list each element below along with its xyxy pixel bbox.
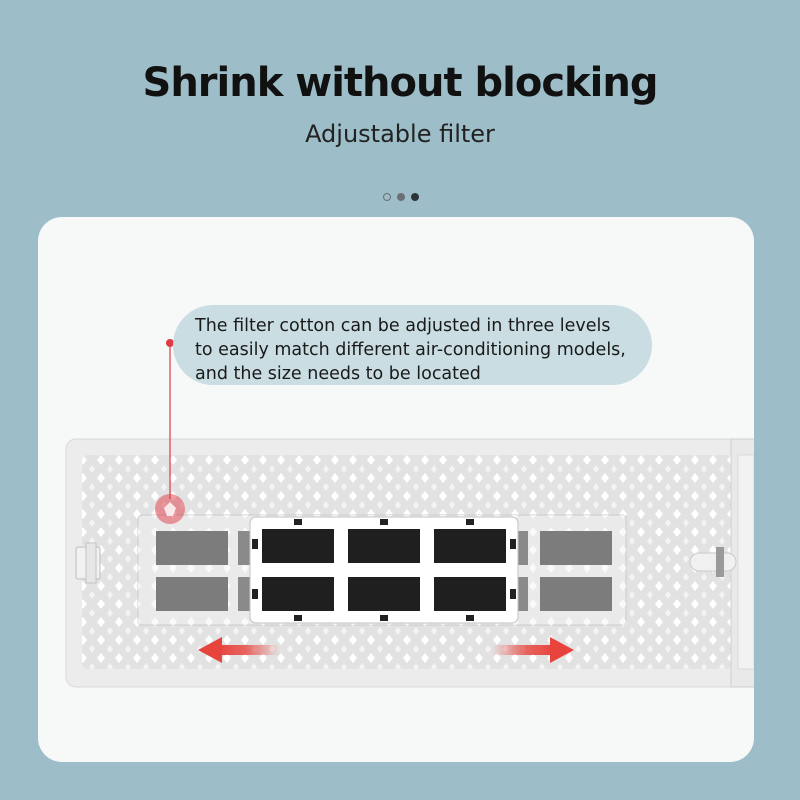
page-title: Shrink without blocking (142, 60, 659, 106)
arrow-left-icon (198, 637, 280, 663)
pager-dot-2[interactable] (397, 193, 405, 201)
filter-illustration (65, 339, 754, 688)
locator-dot-icon (166, 339, 174, 347)
arrow-right-icon (492, 637, 574, 663)
filter-pad-grey (156, 577, 228, 611)
filter-pad-dark (434, 529, 506, 563)
filter-pad-grey (156, 531, 228, 565)
filter-pad-dark (434, 577, 506, 611)
filter-pad-grey (540, 531, 612, 565)
filter-pad-dark (262, 577, 334, 611)
pager-dot-3[interactable] (411, 193, 419, 201)
callout-bubble: The filter cotton can be adjusted in thr… (173, 305, 652, 385)
filter-pad-dark (348, 577, 420, 611)
page-subtitle: Adjustable filter (305, 120, 495, 148)
callout-line-3: and the size needs to be located (195, 364, 481, 384)
product-card: The filter cotton can be adjusted in thr… (38, 217, 754, 762)
slider-knob (689, 552, 737, 572)
callout-line-1: The filter cotton can be adjusted in thr… (195, 316, 611, 336)
callout-line-2: to easily match different air-conditioni… (195, 340, 626, 360)
pager-dot-1[interactable] (383, 193, 391, 201)
filter-pad-grey (540, 577, 612, 611)
carousel-pager[interactable] (383, 193, 419, 201)
filter-pad-dark (262, 529, 334, 563)
filter-pad-dark (348, 529, 420, 563)
